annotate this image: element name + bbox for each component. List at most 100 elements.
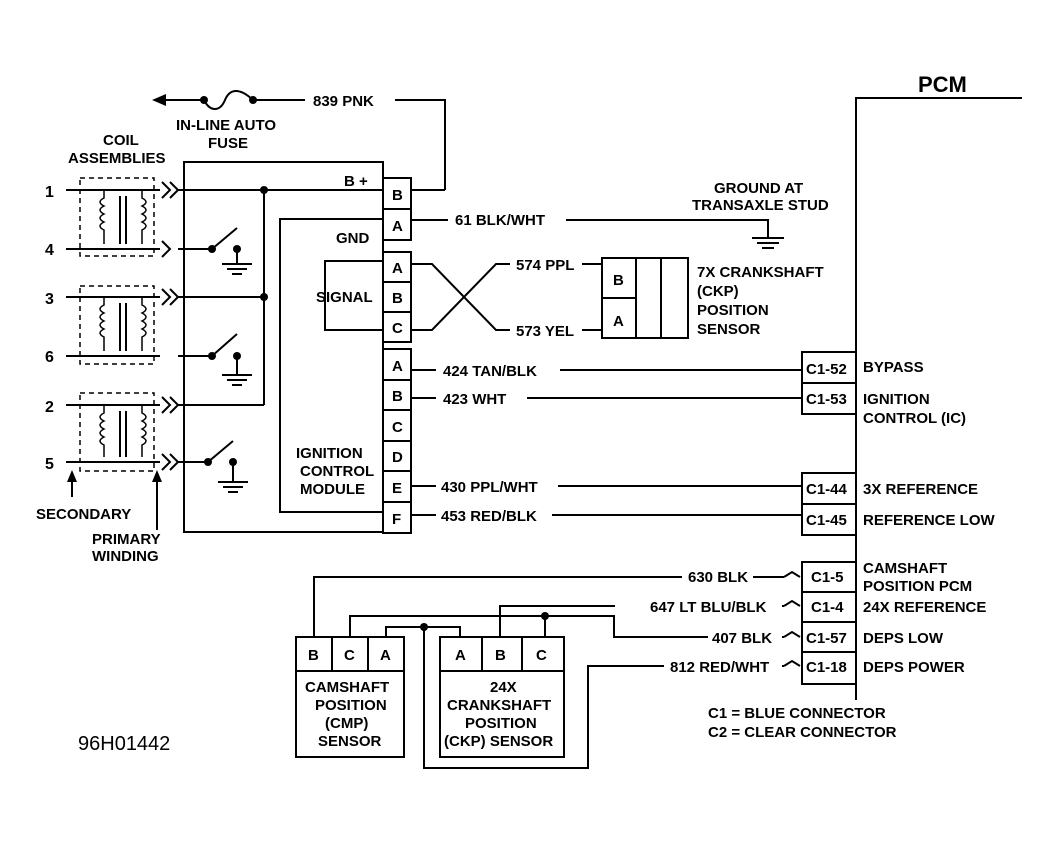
ckp7x-wiring: 574 PPL 573 YEL	[411, 257, 602, 340]
svg-text:A: A	[392, 218, 403, 235]
fuse-wire-label: 839 PNK	[313, 93, 374, 110]
svg-text:B: B	[392, 187, 403, 204]
svg-text:B: B	[495, 647, 506, 664]
conn-label-bypass: BYPASS	[863, 359, 924, 376]
cmp-sensor: B C A CAMSHAFT POSITION (CMP) SENSOR	[295, 636, 405, 758]
svg-text:1: 1	[45, 184, 54, 201]
ckp7x-sensor: B A 7X CRANKSHAFT (CKP) POSITION SENSOR	[601, 257, 824, 339]
icm-main-connector: A B C D E F	[382, 348, 412, 534]
secondary-label: SECONDARY	[36, 506, 131, 523]
svg-text:407 BLK: 407 BLK	[712, 630, 772, 647]
icm-signal-label: SIGNAL	[316, 289, 373, 306]
icm-gnd-label: GND	[336, 230, 370, 247]
conn-pin-ic: C1-53	[806, 391, 847, 408]
primary-label-line2: WINDING	[92, 548, 159, 565]
primary-label-line1: PRIMARY	[92, 531, 161, 548]
icm-pcm-wires: 424 TAN/BLK C1-52 BYPASS 423 WHT C1-53 I…	[411, 351, 996, 536]
coil-pack-3	[66, 392, 180, 472]
conn-pin-bypass: C1-52	[806, 361, 847, 378]
svg-text:CRANKSHAFT: CRANKSHAFT	[447, 697, 551, 714]
svg-text:630 BLK: 630 BLK	[688, 569, 748, 586]
conn-wire-ic: 423 WHT	[443, 391, 506, 408]
conn-wire-3x: 430 PPL/WHT	[441, 479, 538, 496]
svg-text:D: D	[392, 449, 403, 466]
coil-pack-2	[66, 285, 180, 365]
coil-terminals: 1 4 3 6 2 5	[45, 184, 54, 473]
svg-text:(CMP): (CMP)	[325, 715, 368, 732]
arrow-left-icon	[152, 94, 166, 106]
svg-text:C1-57: C1-57	[806, 630, 847, 647]
inline-fuse: 839 PNK IN-LINE AUTO FUSE	[152, 90, 446, 190]
arrow-up-icon	[152, 470, 162, 482]
svg-text:24X: 24X	[490, 679, 517, 696]
svg-text:B: B	[392, 290, 403, 307]
pcm-lower-connector: C1-5 C1-4 C1-57 C1-18 CAMSHAFT POSITION …	[801, 560, 986, 685]
svg-text:C: C	[536, 647, 547, 664]
svg-text:CAMSHAFT: CAMSHAFT	[863, 560, 947, 577]
ground-wire-label: 61 BLK/WHT	[455, 212, 545, 229]
ground-label-line2: TRANSAXLE STUD	[692, 197, 829, 214]
pcm-title: PCM	[918, 72, 967, 97]
coil-label-line1: COIL	[103, 132, 139, 149]
conn-label-ic-line2: CONTROL (IC)	[863, 410, 966, 427]
coil-label-line2: ASSEMBLIES	[68, 150, 166, 167]
svg-text:B: B	[308, 647, 319, 664]
icm-bplus-label: B +	[344, 173, 368, 190]
fuse-label-line2: FUSE	[208, 135, 248, 152]
svg-text:4: 4	[45, 242, 54, 259]
svg-text:3: 3	[45, 291, 54, 308]
svg-text:C: C	[392, 320, 403, 337]
legend-c1: C1 = BLUE CONNECTOR	[708, 705, 886, 722]
conn-pin-3x: C1-44	[806, 481, 848, 498]
icm-name-line3: MODULE	[300, 481, 365, 498]
figure-id: 96H01442	[78, 733, 170, 755]
icm-signal-connector: A B C	[382, 251, 412, 343]
svg-text:812 RED/WHT: 812 RED/WHT	[670, 659, 769, 676]
fuse-label-line1: IN-LINE AUTO	[176, 117, 276, 134]
sensor-wires: 630 BLK 647 LT BLU/BLK 407 BLK 812 RED/W…	[313, 569, 801, 769]
svg-text:F: F	[392, 511, 401, 528]
conn-label-3x: 3X REFERENCE	[863, 481, 978, 498]
conn-wire-reflow: 453 RED/BLK	[441, 508, 537, 525]
svg-text:POSITION: POSITION	[315, 697, 387, 714]
svg-text:SENSOR: SENSOR	[318, 733, 382, 750]
ground-label-line1: GROUND AT	[714, 180, 803, 197]
svg-text:647 LT BLU/BLK: 647 LT BLU/BLK	[650, 599, 767, 616]
ckp7x-label-line1: 7X CRANKSHAFT	[697, 264, 824, 281]
legend-c2: C2 = CLEAR CONNECTOR	[708, 724, 897, 741]
icm-power-connector: B A	[382, 177, 412, 241]
conn-label-reflow: REFERENCE LOW	[863, 512, 996, 529]
conn-label-ic-line1: IGNITION	[863, 391, 930, 408]
svg-text:DEPS LOW: DEPS LOW	[863, 630, 944, 647]
svg-text:A: A	[613, 313, 624, 330]
svg-text:A: A	[380, 647, 391, 664]
svg-text:24X REFERENCE: 24X REFERENCE	[863, 599, 986, 616]
icm-name-line2: CONTROL	[300, 463, 374, 480]
svg-text:6: 6	[45, 349, 54, 366]
svg-text:A: A	[392, 358, 403, 375]
svg-text:CAMSHAFT: CAMSHAFT	[305, 679, 389, 696]
ground-stud: 61 BLK/WHT GROUND AT TRANSAXLE STUD	[411, 180, 829, 249]
svg-text:E: E	[392, 480, 402, 497]
svg-text:C1-18: C1-18	[806, 659, 847, 676]
ckp7x-wire-a: 574 PPL	[516, 257, 574, 274]
ckp24x-sensor: A B C 24X CRANKSHAFT POSITION (CKP) SENS…	[439, 636, 565, 758]
svg-text:B: B	[392, 388, 403, 405]
svg-text:C1-4: C1-4	[811, 599, 844, 616]
ignition-control-module: B + GND SIGNAL IGNITION CONTROL MODULE	[178, 161, 384, 533]
svg-text:C: C	[344, 647, 355, 664]
svg-text:C: C	[392, 419, 403, 436]
svg-text:POSITION: POSITION	[465, 715, 537, 732]
svg-text:B: B	[613, 272, 624, 289]
svg-text:DEPS POWER: DEPS POWER	[863, 659, 965, 676]
svg-text:A: A	[455, 647, 466, 664]
coil-pack-1	[66, 177, 180, 258]
icm-name-line1: IGNITION	[296, 445, 363, 462]
svg-text:(CKP) SENSOR: (CKP) SENSOR	[444, 733, 553, 750]
conn-wire-bypass: 424 TAN/BLK	[443, 363, 537, 380]
ckp7x-wire-b: 573 YEL	[516, 323, 574, 340]
ckp7x-label-line4: SENSOR	[697, 321, 761, 338]
svg-text:POSITION PCM: POSITION PCM	[863, 578, 972, 595]
ckp7x-label-line2: (CKP)	[697, 283, 739, 300]
